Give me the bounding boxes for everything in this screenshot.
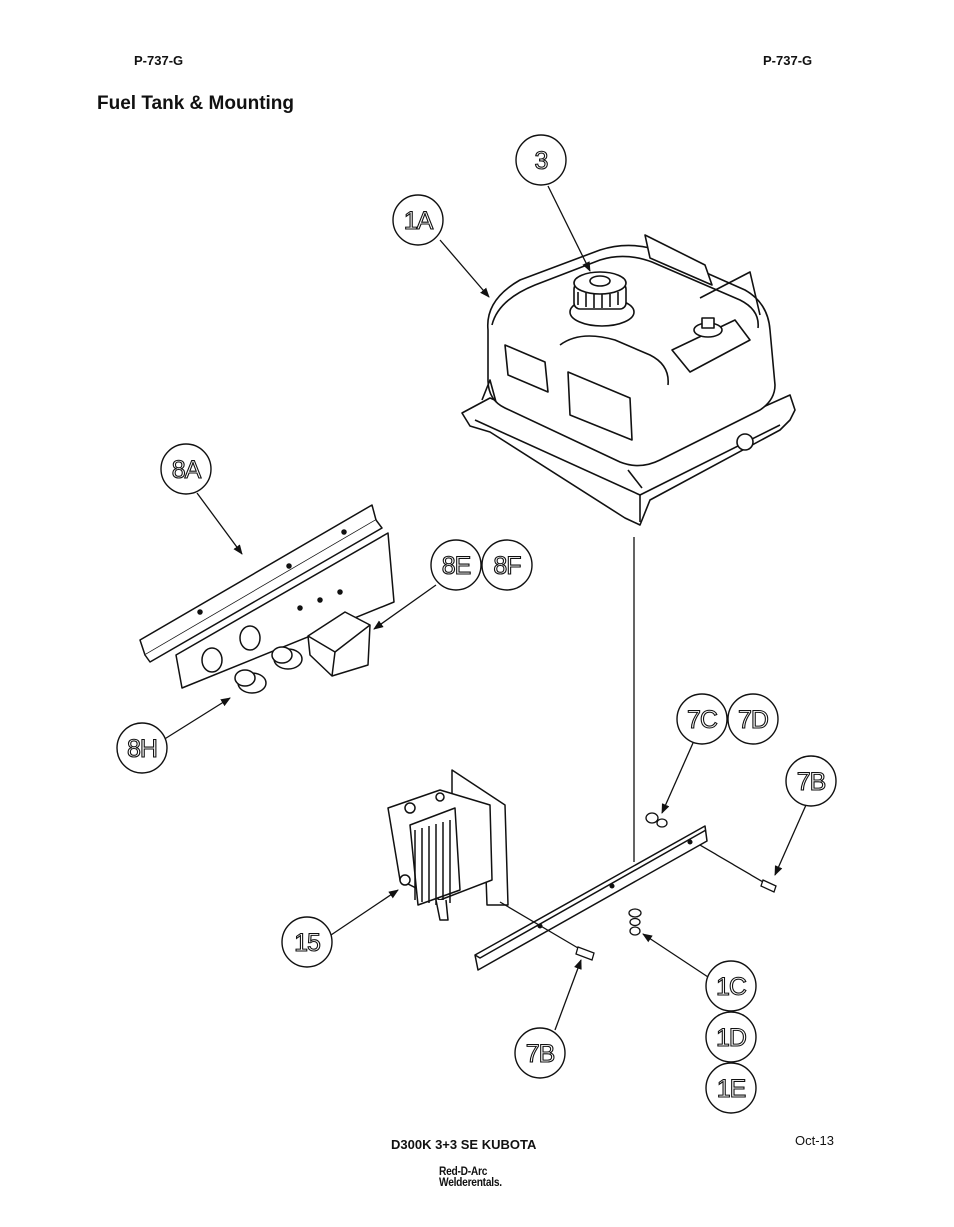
leader-8A	[196, 492, 243, 555]
callout-label-1D: 1D	[716, 1024, 746, 1052]
leader-15	[330, 889, 399, 936]
leader-7B-bottom	[554, 959, 582, 1031]
callout-15: 15	[281, 916, 333, 968]
leader-8E-8F	[373, 584, 437, 630]
callout-label-7C: 7C	[687, 706, 718, 734]
mounting-rail	[474, 825, 708, 971]
leader-1A	[439, 239, 490, 298]
callout-1D: 1D	[705, 1011, 757, 1063]
callout-label-7D: 7D	[738, 706, 768, 734]
leader-1C	[642, 933, 709, 978]
callout-7B-right: 7B	[785, 755, 837, 807]
company-logo: Red-D-Arc Welderentals.	[439, 1164, 502, 1189]
callout-label-15: 15	[294, 929, 320, 957]
footer-model: D300K 3+3 SE KUBOTA	[391, 1137, 537, 1152]
callout-label-8F: 8F	[493, 552, 521, 580]
callout-label-3: 3	[535, 147, 548, 175]
callout-8A: 8A	[160, 443, 212, 495]
fuel-tank	[461, 234, 796, 526]
callout-8F: 8F	[481, 539, 533, 591]
callout-1E: 1E	[705, 1062, 757, 1114]
footer-date: Oct-13	[795, 1133, 835, 1148]
callout-label-1C: 1C	[716, 973, 747, 1001]
callout-7C: 7C	[676, 693, 728, 745]
logo-line-2: Welderentals.	[439, 1175, 502, 1189]
callout-7D: 7D	[727, 693, 779, 745]
callout-1A: 1A	[392, 194, 444, 246]
leader-8H	[162, 697, 231, 741]
page-code-right: P-737-G	[763, 53, 813, 68]
callout-1C: 1C	[705, 960, 757, 1012]
callout-label-7B-bottom: 7B	[526, 1040, 555, 1068]
reactor-assembly	[387, 769, 509, 921]
callout-label-8A: 8A	[172, 456, 202, 484]
callout-3: 3	[515, 134, 567, 186]
callout-label-8H: 8H	[127, 735, 157, 763]
callout-8E: 8E	[430, 539, 482, 591]
leader-3	[547, 185, 591, 272]
logo-line-1: Red-D-Arc	[439, 1164, 488, 1178]
callout-label-1E: 1E	[717, 1075, 746, 1103]
callout-8H: 8H	[116, 722, 168, 774]
callout-label-7B-right: 7B	[797, 768, 826, 796]
callout-7B-bottom: 7B	[514, 1027, 566, 1079]
leader-7C-7D	[661, 742, 694, 814]
page-code-left: P-737-G	[134, 53, 184, 68]
callout-label-8E: 8E	[442, 552, 471, 580]
callout-label-1A: 1A	[404, 207, 434, 235]
page-title: Fuel Tank & Mounting	[97, 93, 295, 114]
leader-7B-right	[774, 804, 807, 876]
control-bracket	[139, 504, 395, 694]
rail-hardware	[499, 812, 777, 961]
